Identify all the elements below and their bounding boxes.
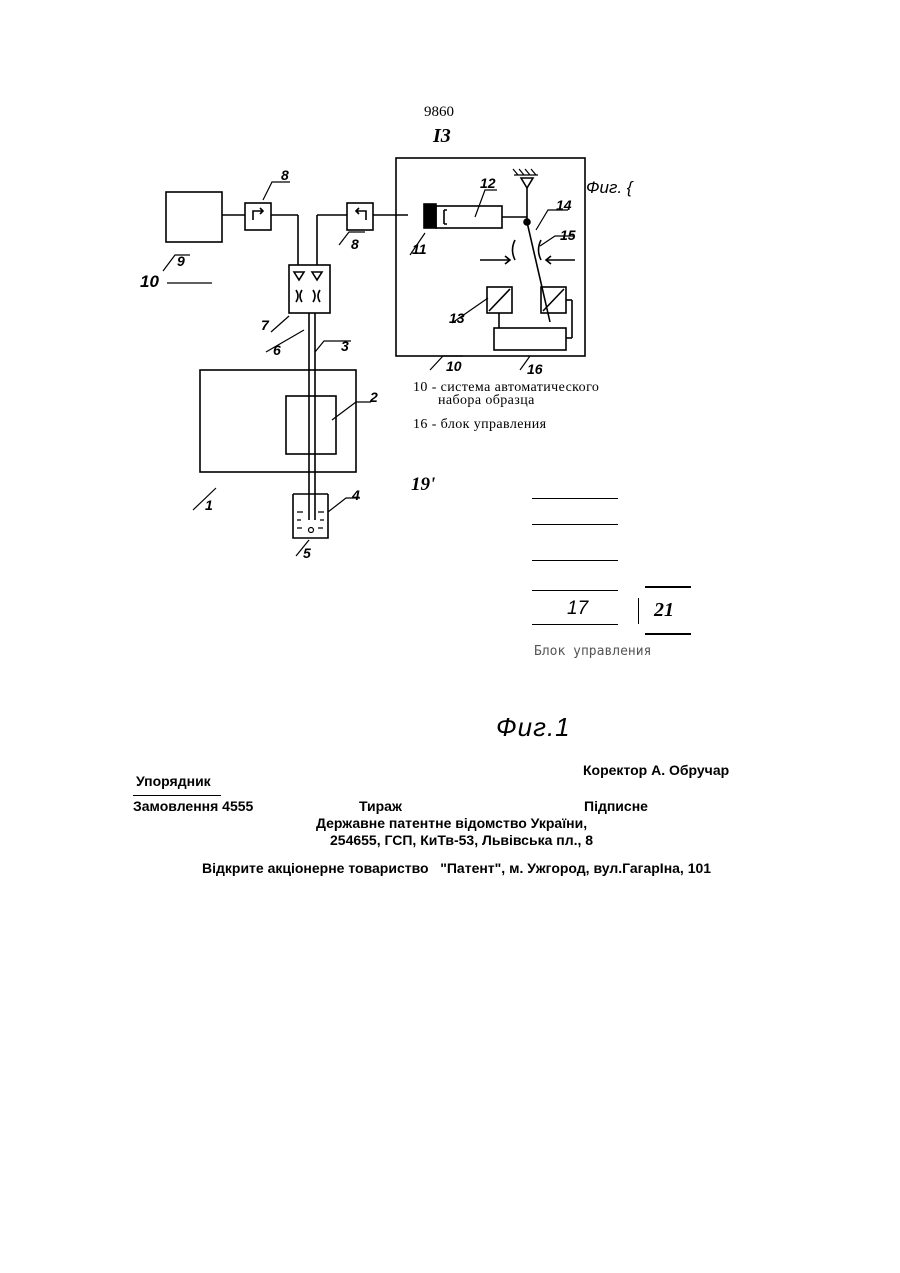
figure-corner-label: Фиг. { [586, 178, 632, 198]
publisher: Відкрите акціонерне товариство "Патент",… [202, 860, 711, 876]
block-21-label: 21 [654, 599, 674, 622]
label-10-right: 10 [446, 358, 462, 374]
compiler: Упорядник [136, 773, 211, 789]
label-2: 2 [369, 389, 378, 405]
label-6: 6 [273, 342, 281, 358]
order-number: Замовлення 4555 [133, 798, 253, 814]
block-9 [166, 192, 222, 242]
label-14: 14 [556, 197, 572, 213]
block-caption: Блок управления [534, 644, 651, 659]
label-9: 9 [177, 253, 185, 269]
legend-item-16: 16 - блок управления [413, 417, 546, 433]
rule-4 [532, 590, 618, 591]
label-12: 12 [480, 175, 496, 191]
label-8-right: 8 [351, 236, 359, 252]
label-3: 3 [341, 338, 349, 354]
rule-21-top [645, 586, 691, 588]
box-1 [200, 370, 356, 472]
subscription: Підписне [584, 798, 648, 814]
label-16: 16 [527, 361, 543, 377]
label-1: 1 [205, 497, 213, 513]
valve-8-right [347, 203, 373, 230]
rule-1 [532, 498, 618, 499]
office-line-1: Державне патентне відомство України, [316, 815, 587, 831]
label-19: 19' [411, 474, 435, 496]
element-11 [424, 204, 436, 228]
block-16 [494, 328, 566, 350]
rule-5 [532, 624, 618, 625]
corrector: Коректор А. Обручар [583, 762, 729, 778]
office-line-2: 254655, ГСП, КиТв-53, Львівська пл., 8 [330, 832, 593, 848]
rule-3 [532, 560, 618, 561]
label-8-left: 8 [281, 167, 289, 183]
label-10-left: 10 [140, 272, 159, 291]
legend-item-10-cont: набора образца [438, 393, 535, 409]
label-15: 15 [560, 227, 576, 243]
technical-diagram: 8 8 9 10 7 6 3 2 1 4 5 11 12 13 14 15 16… [0, 0, 900, 700]
box-2 [286, 396, 336, 454]
label-13: 13 [449, 310, 465, 326]
label-11: 11 [412, 241, 427, 257]
block-17-label: 17 [567, 598, 588, 620]
valve-8-left [245, 203, 271, 230]
label-4: 4 [351, 487, 360, 503]
label-5: 5 [303, 545, 311, 561]
circulation: Тираж [359, 798, 402, 814]
vessel-4 [293, 494, 328, 538]
label-7: 7 [261, 317, 270, 333]
rule-2 [532, 524, 618, 525]
figure-caption: Фиг.1 [496, 712, 571, 743]
rule-21-bottom [645, 633, 691, 635]
divider-bar [638, 598, 639, 624]
compiler-rule [133, 795, 221, 796]
